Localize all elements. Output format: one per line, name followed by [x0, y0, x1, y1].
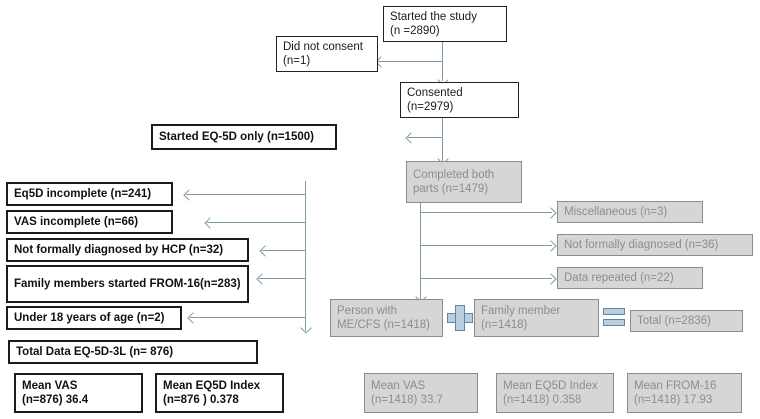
node-family-members-started-from16[interactable]: Family members started FROM-16(n=283)	[6, 265, 249, 303]
node-vas-incomplete[interactable]: VAS incomplete (n=66)	[6, 210, 173, 234]
node-eq5d-incomplete[interactable]: Eq5D incomplete (n=241)	[6, 182, 173, 206]
node-mean-eq5d-index-876[interactable]: Mean EQ5D Index (n=876 ) 0.378	[155, 373, 284, 413]
connector-to-vas-incomplete	[207, 222, 305, 224]
connector-consented-down	[442, 118, 444, 162]
node-not-formally-diagnosed-by-hcp[interactable]: Not formally diagnosed by HCP (n=32)	[6, 238, 249, 262]
connector-consented-left-stub	[408, 137, 442, 139]
node-started-the-study[interactable]: Started the study (n =2890)	[383, 6, 507, 42]
connector-branch-to-consented	[442, 61, 444, 81]
equals-sign-icon	[603, 308, 625, 328]
arrowhead-left-trunk-bottom	[300, 322, 312, 334]
connector-to-not-formally-diagnosed	[420, 245, 552, 247]
connector-to-eq5d-incomplete	[186, 194, 305, 196]
node-mean-from16-1418[interactable]: Mean FROM-16 (n=1418) 17.93	[627, 373, 742, 413]
arrowhead-miscellaneous	[545, 207, 557, 219]
node-data-repeated[interactable]: Data repeated (n=22)	[557, 267, 703, 289]
arrowhead-not-formally-diagnosed	[545, 240, 557, 252]
connector-to-hcp-diagnosis	[262, 250, 305, 252]
arrowhead-hcp-diagnosis	[259, 245, 271, 257]
node-did-not-consent[interactable]: Did not consent (n=1)	[276, 36, 378, 72]
plus-sign-icon	[447, 305, 473, 331]
connector-to-family-from16	[259, 278, 305, 280]
connector-to-did-not-consent	[378, 61, 442, 63]
connector-left-trunk	[305, 181, 307, 331]
arrowhead-under-18	[187, 312, 199, 324]
connector-to-under-18	[190, 317, 305, 319]
node-started-eq5d-only[interactable]: Started EQ-5D only (n=1500)	[151, 124, 337, 150]
node-miscellaneous[interactable]: Miscellaneous (n=3)	[557, 201, 703, 223]
node-mean-vas-1418[interactable]: Mean VAS (n=1418) 33.7	[364, 373, 478, 413]
node-mean-vas-876[interactable]: Mean VAS (n=876) 36.4	[14, 373, 143, 413]
connector-study-to-branch	[442, 42, 444, 67]
node-mean-eq5d-index-1418[interactable]: Mean EQ5D Index (n=1418) 0.358	[496, 373, 614, 413]
connector-right-trunk	[420, 203, 422, 300]
node-completed-both-parts[interactable]: Completed both parts (n=1479)	[406, 161, 522, 203]
arrowhead-family-from16	[256, 273, 268, 285]
arrowhead-data-repeated	[545, 273, 557, 285]
node-consented[interactable]: Consented (n=2979)	[400, 82, 519, 118]
arrowhead-vas-incomplete	[204, 217, 216, 229]
node-person-with-mecfs[interactable]: Person with ME/CFS (n=1418)	[330, 299, 443, 337]
node-total-data-eq5d-3l[interactable]: Total Data EQ-5D-3L (n= 876)	[8, 340, 258, 364]
node-under-18-years[interactable]: Under 18 years of age (n=2)	[6, 306, 182, 330]
connector-to-miscellaneous	[420, 212, 552, 214]
arrowhead-eq5d-only	[405, 132, 417, 144]
node-not-formally-diagnosed[interactable]: Not formally diagnosed (n=36)	[557, 234, 753, 256]
arrowhead-eq5d-incomplete	[183, 189, 195, 201]
node-family-member[interactable]: Family member (n=1418)	[474, 299, 599, 337]
connector-to-data-repeated	[420, 278, 552, 280]
node-total-2836[interactable]: Total (n=2836)	[630, 310, 743, 332]
